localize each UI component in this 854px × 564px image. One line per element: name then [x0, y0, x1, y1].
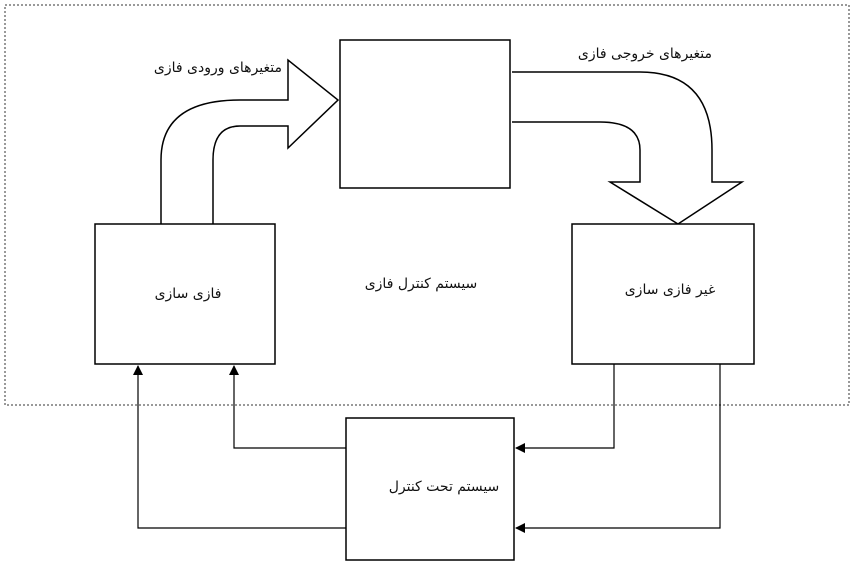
defuzz-to-plant-arrow-2 — [515, 364, 721, 533]
fuzzification-box — [94, 223, 276, 365]
fuzzy-input-variables-label: متغیرهای ورودی فازی — [153, 60, 282, 76]
defuzzification-label: غیر فازی سازی — [624, 282, 716, 298]
plant-to-fuzz-arrow-1 — [229, 365, 346, 449]
plant-to-fuzz-arrow-2 — [133, 365, 346, 529]
fuzzy-output-variables-label: متغیرهای خروجی فازی — [577, 46, 712, 62]
input-big-arrow — [160, 58, 340, 224]
fuzzy-control-system-label: سیستم کنترل فازی — [364, 276, 478, 292]
controlled-system-label: سیستم تحت کنترل — [388, 479, 500, 495]
defuzz-to-plant-arrow-1 — [515, 364, 615, 453]
defuzzification-box — [571, 223, 755, 365]
fuzzy-system-boundary — [4, 4, 850, 406]
output-big-arrow — [512, 71, 745, 225]
controlled-system-box — [345, 417, 515, 561]
inference-box — [339, 39, 511, 189]
fuzzification-label: فازی سازی — [154, 286, 222, 302]
